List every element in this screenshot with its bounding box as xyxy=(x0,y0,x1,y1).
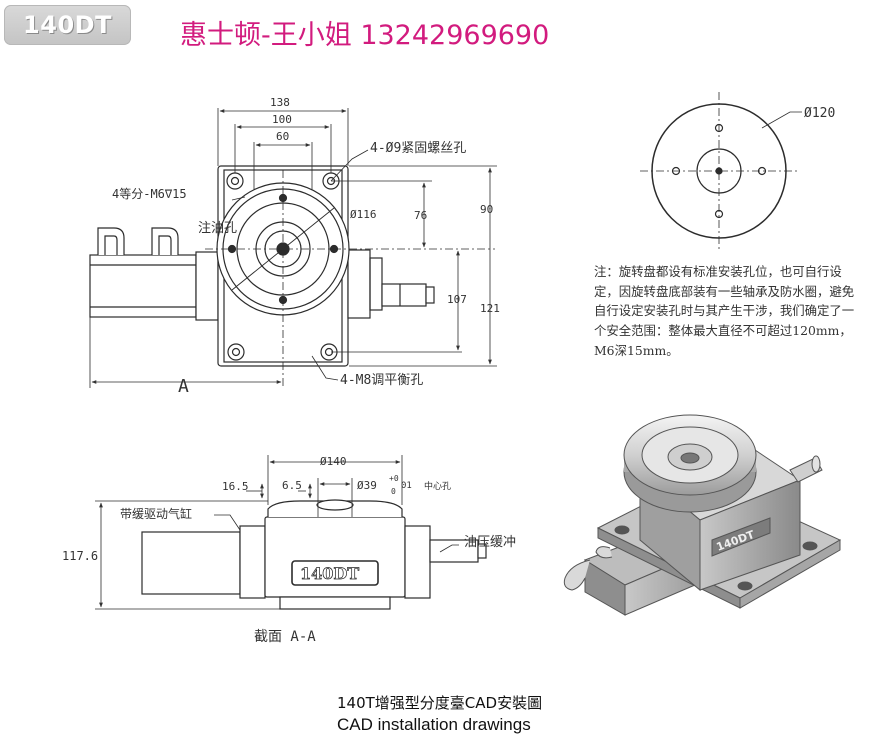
air-fitting-2 xyxy=(151,227,179,255)
cylinder-body xyxy=(89,254,197,318)
dim-100: 100 xyxy=(272,113,292,126)
dia-120: Ø120 xyxy=(804,106,835,121)
install-note: 注：旋转盘都设有标准安装孔位，也可自行设定，因旋转盘底部装有一些轴承及防水圈，避… xyxy=(594,264,855,358)
air-fitting-1 xyxy=(97,227,125,255)
buffer-note: 油压缓冲 xyxy=(464,535,516,550)
top-view xyxy=(89,108,497,388)
caption-en: CAD installation drawings xyxy=(337,715,531,734)
dia-39: Ø39 xyxy=(357,479,377,492)
m8-note: 4-M8调平衡孔 xyxy=(340,373,423,388)
tol-01: 01 xyxy=(401,481,412,491)
iso-view xyxy=(563,414,842,616)
dia-116: Ø116 xyxy=(350,208,377,221)
model-badge-label: 140DT xyxy=(23,11,112,39)
section-view xyxy=(95,455,487,610)
tol-plus: +0 xyxy=(389,474,399,483)
dim-117-6: 117.6 xyxy=(62,549,98,563)
dia-140: Ø140 xyxy=(320,455,347,468)
buffer-stem xyxy=(381,283,427,307)
dim-138: 138 xyxy=(270,96,290,109)
section-label: 截面 A-A xyxy=(254,629,316,645)
dim-16-5: 16.5 xyxy=(222,480,249,493)
dim-a: A xyxy=(178,376,189,397)
thread-note: 4等分-M6∇15 xyxy=(112,187,187,201)
model-badge: 140DT xyxy=(4,5,131,45)
cylinder-note: 带缓驱动气缸 xyxy=(120,506,192,521)
dim-76: 76 xyxy=(414,209,427,222)
section-model-plate xyxy=(291,560,379,586)
section-model-label: 140DT xyxy=(300,564,359,583)
caption-zh: 140T增强型分度臺CAD安裝圖 xyxy=(337,694,543,712)
dim-90: 90 xyxy=(480,203,493,216)
dim-121: 121 xyxy=(480,302,500,315)
dim-60: 60 xyxy=(276,130,289,143)
contact-line: 惠士顿-王小姐 13242969690 xyxy=(180,20,550,51)
oil-hole-note: 注油孔 xyxy=(198,221,237,236)
center-hole-label: 中心孔 xyxy=(424,480,451,492)
holes-note: 4-Ø9紧固螺丝孔 xyxy=(370,141,466,156)
plate-view xyxy=(640,92,802,252)
tol-minus: 0 xyxy=(391,487,396,496)
dim-6-5: 6.5 xyxy=(282,479,302,492)
section-cylinder xyxy=(141,531,241,595)
dim-107: 107 xyxy=(447,293,467,306)
